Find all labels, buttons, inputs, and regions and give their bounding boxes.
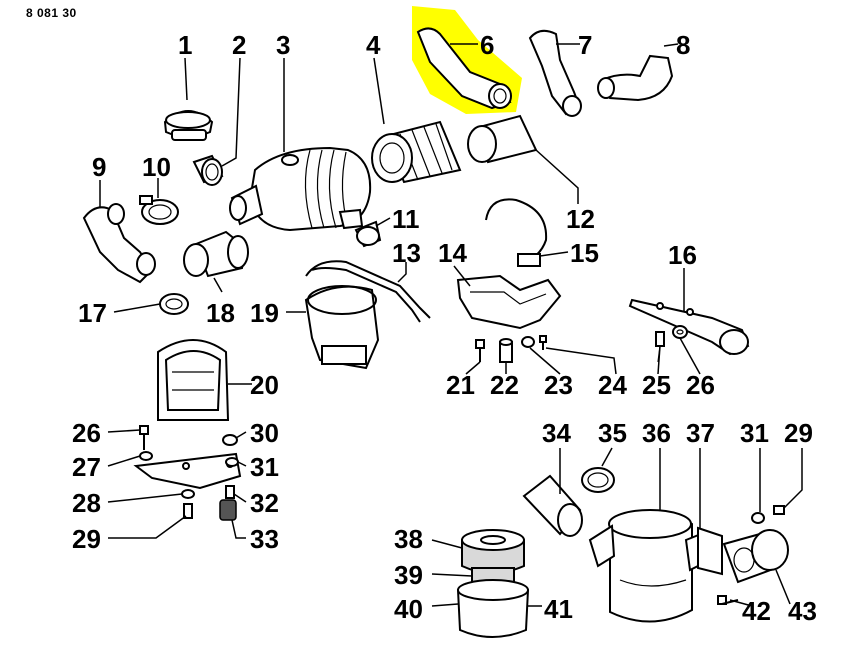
part-10-clamp — [139, 195, 179, 225]
callout-18: 18 — [206, 298, 235, 328]
part-3-housing — [229, 146, 372, 232]
callout-39: 39 — [394, 560, 423, 590]
callout-13: 13 — [392, 238, 421, 268]
leader-lines — [99, 43, 803, 607]
callout-40: 40 — [394, 594, 423, 624]
part-32-bolt — [225, 485, 235, 499]
callout-16: 16 — [668, 240, 697, 270]
callout-29-left: 29 — [72, 524, 101, 554]
callout-22: 22 — [490, 370, 519, 400]
part-1-cap — [163, 110, 214, 141]
callout-26: 26 — [686, 370, 715, 400]
callout-30: 30 — [250, 418, 279, 448]
part-23-nut — [521, 336, 535, 348]
callout-33: 33 — [250, 524, 279, 554]
part-9-hose — [82, 203, 156, 284]
part-28-washer — [181, 489, 195, 499]
callout-8: 8 — [676, 30, 691, 60]
part-19-band — [304, 285, 380, 370]
part-20-bracket — [157, 339, 230, 421]
callout-35: 35 — [598, 418, 627, 448]
callout-15: 15 — [570, 238, 599, 268]
callout-42: 42 — [742, 596, 771, 626]
callout-34: 34 — [542, 418, 571, 448]
part-26-washer — [672, 325, 688, 339]
part-11-plug — [354, 220, 382, 248]
callout-31-right: 31 — [740, 418, 769, 448]
part-22-spacer — [499, 338, 513, 363]
document-code: 8 081 30 — [26, 6, 77, 20]
part-24-bolt — [539, 335, 547, 350]
part-42-bolt — [717, 595, 739, 605]
mounting-plate — [133, 452, 242, 490]
part-31-nut-right — [751, 512, 765, 524]
part-14-saddle — [456, 274, 562, 330]
part-31-washer-left — [225, 457, 239, 467]
callout-14: 14 — [438, 238, 467, 268]
callout-38: 38 — [394, 524, 423, 554]
part-26-bolt-left — [139, 425, 149, 450]
part-35-clamp — [581, 467, 615, 493]
part-7-hose — [528, 29, 582, 117]
callout-36: 36 — [642, 418, 671, 448]
callout-37: 37 — [686, 418, 715, 448]
callout-10: 10 — [142, 152, 171, 182]
part-30-nut — [222, 434, 238, 446]
part-15-band-clamp — [485, 198, 548, 267]
part-33-mount — [219, 499, 237, 521]
callout-6: 6 — [480, 30, 495, 60]
callout-1: 1 — [178, 30, 193, 60]
callout-7: 7 — [578, 30, 593, 60]
callout-43: 43 — [788, 596, 817, 626]
part-6-hose — [416, 27, 512, 110]
part-29-bolt-right — [773, 505, 785, 515]
callout-4: 4 — [366, 30, 381, 60]
part-12-sleeve — [467, 114, 538, 164]
part-29-bolt-left — [183, 503, 193, 519]
part-34-tube — [522, 474, 583, 537]
callout-32: 32 — [250, 488, 279, 518]
callout-11: 11 — [392, 204, 420, 234]
callout-20: 20 — [250, 370, 279, 400]
callout-28: 28 — [72, 488, 101, 518]
part-8-elbow — [597, 54, 674, 102]
callout-31-left: 31 — [250, 452, 279, 482]
part-18-reducer — [183, 230, 249, 278]
callout-2: 2 — [232, 30, 247, 60]
callout-9: 9 — [92, 152, 107, 182]
part-17-clamp — [159, 293, 189, 315]
part-40-bowl — [456, 579, 530, 638]
part-2-ring — [192, 154, 224, 186]
part-38-element — [461, 529, 525, 574]
callout-3: 3 — [276, 30, 291, 60]
part-36-housing — [588, 509, 712, 623]
callout-21: 21 — [446, 370, 475, 400]
callout-12: 12 — [566, 204, 595, 234]
part-13-strap — [305, 260, 431, 323]
part-4-filter — [371, 120, 462, 184]
callout-19: 19 — [250, 298, 279, 328]
callout-17: 17 — [78, 298, 107, 328]
part-43-elbow-flange — [722, 529, 789, 584]
callout-24: 24 — [598, 370, 627, 400]
callout-25: 25 — [642, 370, 671, 400]
part-37-gasket — [697, 526, 723, 576]
callout-23: 23 — [544, 370, 573, 400]
part-27-washer — [139, 451, 153, 461]
part-21-bolt — [475, 339, 485, 362]
callout-27: 27 — [72, 452, 101, 482]
part-16-rod — [628, 298, 750, 356]
callout-26-left: 26 — [72, 418, 101, 448]
callout-41: 41 — [544, 594, 573, 624]
callout-29-right: 29 — [784, 418, 813, 448]
